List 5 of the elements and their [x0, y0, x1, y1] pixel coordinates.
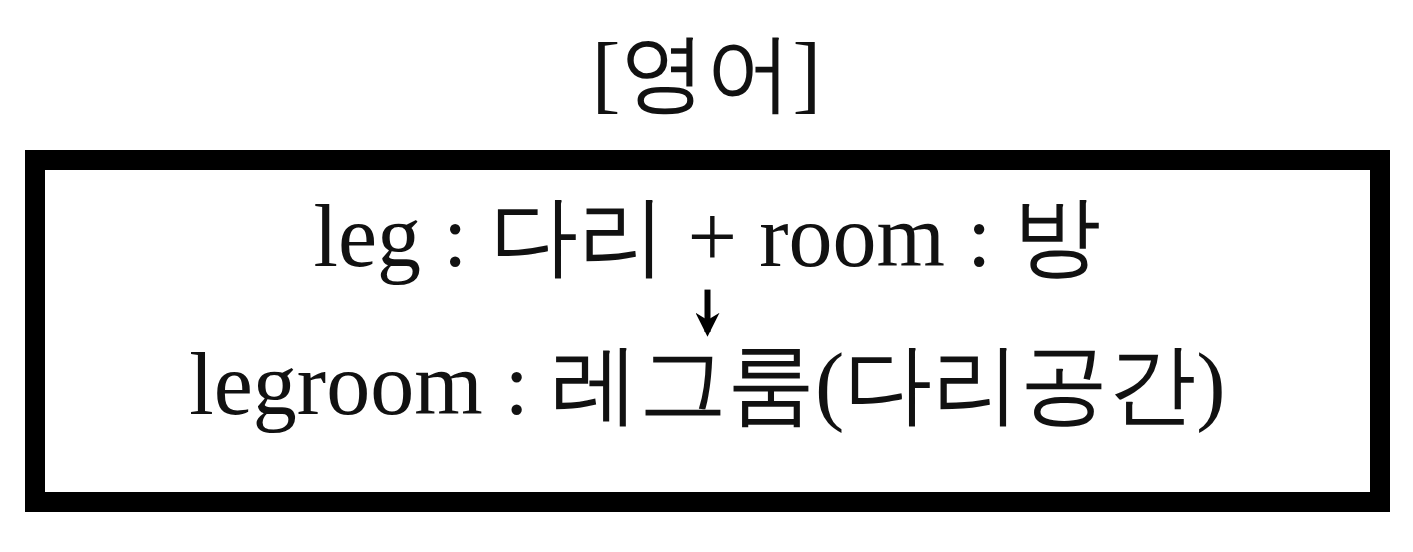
term-text: legroom : 레그룸(다리공간)	[189, 332, 1226, 438]
arrow	[695, 289, 720, 337]
frame-box	[25, 150, 1390, 512]
term-text: leg : 다리 + room : 방	[313, 184, 1102, 290]
heading: [영어]	[591, 24, 822, 123]
